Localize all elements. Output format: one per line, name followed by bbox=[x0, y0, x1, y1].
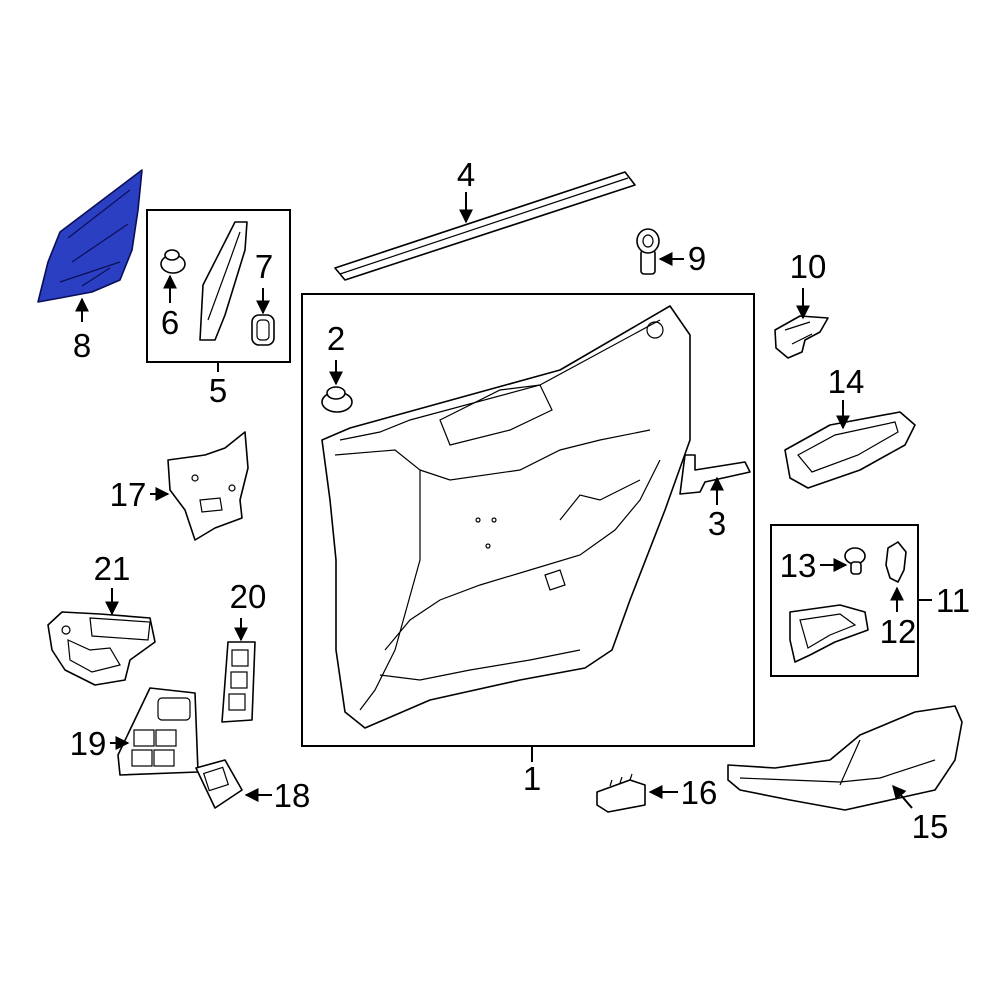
part-20-switch[interactable] bbox=[221, 618, 256, 723]
part-21-seat-switch[interactable] bbox=[47, 588, 156, 686]
part-2-clip[interactable] bbox=[321, 360, 353, 413]
callout-12: 12 bbox=[880, 613, 917, 650]
part-18-switch[interactable] bbox=[195, 759, 272, 809]
part-3-bracket[interactable] bbox=[679, 454, 751, 505]
callout-8: 8 bbox=[73, 327, 91, 364]
part-19-window-switch[interactable] bbox=[110, 687, 199, 776]
part-6-clip[interactable] bbox=[160, 249, 186, 303]
callout-10: 10 bbox=[790, 248, 827, 285]
part-1-door-trim-panel[interactable] bbox=[321, 305, 691, 762]
callout-19: 19 bbox=[70, 725, 107, 762]
callout-21: 21 bbox=[94, 550, 131, 587]
callout-7: 7 bbox=[255, 248, 273, 285]
callout-13: 13 bbox=[780, 547, 817, 584]
part-10-clip[interactable] bbox=[774, 288, 829, 359]
callout-4: 4 bbox=[457, 156, 475, 193]
callout-3: 3 bbox=[708, 505, 726, 542]
callout-6: 6 bbox=[161, 304, 179, 341]
part-5-trim-piece[interactable] bbox=[199, 221, 248, 341]
callout-15: 15 bbox=[912, 808, 949, 845]
callout-11: 11 bbox=[936, 582, 970, 619]
part-17-bracket[interactable] bbox=[150, 431, 249, 541]
part-15-armrest[interactable] bbox=[727, 705, 963, 811]
callout-5: 5 bbox=[209, 372, 227, 409]
callout-14: 14 bbox=[828, 363, 865, 400]
callout-9: 9 bbox=[688, 240, 706, 277]
part-4-belt-molding[interactable] bbox=[334, 171, 636, 281]
part-13-screw[interactable] bbox=[820, 547, 866, 575]
part-14-bezel[interactable] bbox=[784, 400, 916, 489]
callout-18: 18 bbox=[274, 777, 311, 814]
part-16-lamp[interactable] bbox=[596, 773, 678, 813]
part-11-handle-bezel[interactable] bbox=[789, 604, 869, 663]
callout-16: 16 bbox=[681, 774, 718, 811]
callout-1: 1 bbox=[523, 760, 541, 797]
callout-2: 2 bbox=[327, 320, 345, 357]
callout-labels: 1 2 3 4 5 6 7 8 9 10 11 12 13 14 15 16 1… bbox=[70, 156, 970, 845]
group-box-1 bbox=[301, 293, 755, 747]
part-9-bolt[interactable] bbox=[636, 228, 684, 275]
part-12-clip[interactable] bbox=[885, 541, 907, 612]
part-7-grommet[interactable] bbox=[251, 288, 275, 346]
callout-17: 17 bbox=[110, 476, 147, 513]
callout-20: 20 bbox=[230, 578, 267, 615]
part-8-mirror-cover[interactable] bbox=[37, 169, 143, 322]
